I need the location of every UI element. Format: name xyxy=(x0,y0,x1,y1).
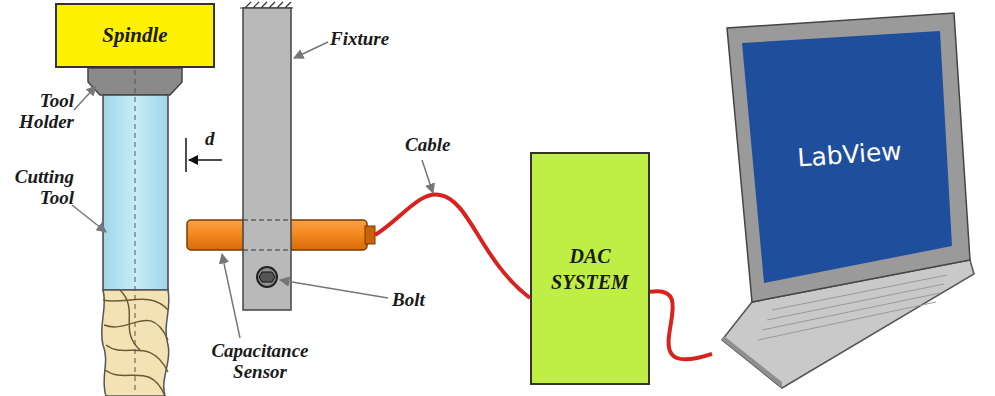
box-title: DAC SYSTEM xyxy=(545,243,635,295)
bolt-hex xyxy=(259,272,275,282)
laptop: LabView xyxy=(712,10,977,392)
dimension-arrow xyxy=(189,159,222,161)
part-label: Cutting Tool xyxy=(2,166,74,208)
part-label: Capacitance Sensor xyxy=(200,340,320,382)
leader-line xyxy=(74,86,96,110)
part-label: Tool Holder xyxy=(2,90,74,132)
spindle-box: Spindle xyxy=(55,3,215,68)
leader-line xyxy=(280,280,388,298)
leader-line xyxy=(294,42,328,58)
part-label: Bolt xyxy=(392,289,442,310)
sensor-cable xyxy=(375,194,530,298)
fixture-hatch xyxy=(240,2,293,8)
box-title: Spindle xyxy=(102,22,167,49)
part-label: Fixture xyxy=(330,28,410,49)
tool-axis xyxy=(135,70,136,392)
fixture xyxy=(243,8,291,310)
dimension-label: d xyxy=(205,128,225,149)
bolt xyxy=(257,267,277,287)
hidden-line xyxy=(243,219,291,220)
leader-line xyxy=(72,205,106,232)
cable-connector xyxy=(650,291,712,359)
dimension-tick xyxy=(185,138,187,172)
dac-system-box: DAC SYSTEM xyxy=(530,152,650,385)
leader-line xyxy=(422,160,433,193)
leader-line xyxy=(222,254,240,338)
hidden-line xyxy=(243,249,291,250)
laptop-drawing xyxy=(712,10,977,392)
sensor-cap xyxy=(365,226,375,244)
part-label: Cable xyxy=(405,134,465,155)
